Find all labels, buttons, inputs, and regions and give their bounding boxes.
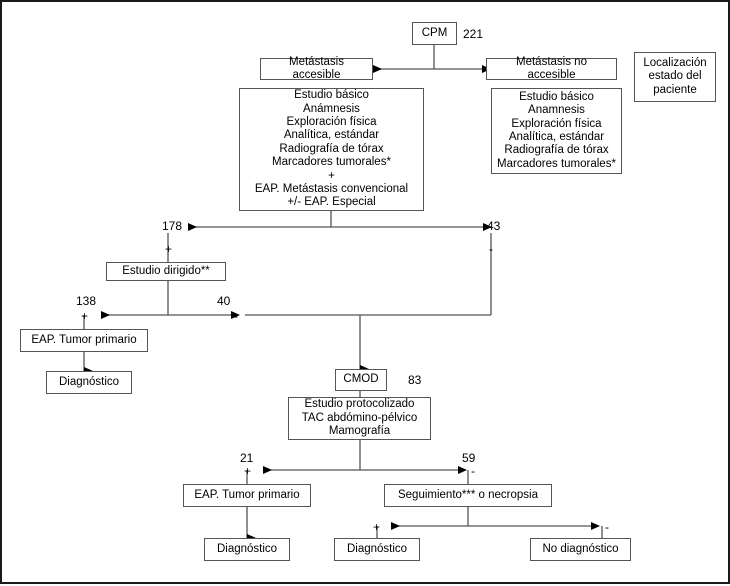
node-diagnostico-bottom-left[interactable]: Diagnóstico	[204, 538, 290, 561]
sign-dirigido-negative: -	[234, 309, 238, 323]
node-no-diagnostico[interactable]: No diagnóstico	[530, 538, 631, 561]
count-accesible-negative: 43	[487, 219, 501, 233]
sign-accesible-positive: +	[165, 242, 173, 256]
sign-seguimiento-negative: -	[605, 520, 609, 534]
node-seguimiento-necropsia[interactable]: Seguimiento*** o necropsia	[384, 484, 552, 507]
node-cpm[interactable]: CPM	[412, 22, 457, 45]
sign-dirigido-positive: +	[81, 309, 89, 323]
count-accesible-positive: 178	[162, 219, 183, 233]
node-estudio-dirigido[interactable]: Estudio dirigido**	[106, 262, 226, 281]
node-metastasis-accesible[interactable]: Metástasis accesible	[260, 56, 373, 81]
node-diagnostico-bottom-mid[interactable]: Diagnóstico	[334, 538, 420, 561]
node-eap-tumor-primario-bottom[interactable]: EAP. Tumor primario	[183, 484, 311, 507]
node-localizacion-estado-paciente[interactable]: Localización estado del paciente	[634, 52, 716, 102]
count-cmod-total: 83	[408, 373, 422, 387]
node-eap-tumor-primario-left[interactable]: EAP. Tumor primario	[20, 329, 148, 352]
node-estudio-basico-no-accesible[interactable]: Estudio básico Anamnesis Exploración fís…	[491, 88, 622, 174]
node-cmod[interactable]: CMOD	[335, 369, 387, 391]
sign-seguimiento-positive: +	[373, 520, 381, 534]
count-cmod-negative: 59	[462, 451, 476, 465]
node-diagnostico-left[interactable]: Diagnóstico	[46, 371, 132, 394]
count-cpm-total: 221	[463, 27, 484, 41]
count-dirigido-negative: 40	[217, 294, 231, 308]
node-metastasis-no-accesible[interactable]: Metástasis no accesible	[486, 56, 617, 81]
sign-cmod-negative: -	[471, 464, 475, 478]
sign-cmod-positive: +	[244, 464, 252, 478]
count-cmod-positive: 21	[240, 451, 254, 465]
node-estudio-basico-accesible[interactable]: Estudio básico Anámnesis Exploración fís…	[239, 88, 424, 211]
node-estudio-protocolizado[interactable]: Estudio protocolizado TAC abdómino-pélvi…	[288, 397, 431, 440]
sign-accesible-negative: -	[489, 242, 493, 256]
count-dirigido-positive: 138	[76, 294, 97, 308]
